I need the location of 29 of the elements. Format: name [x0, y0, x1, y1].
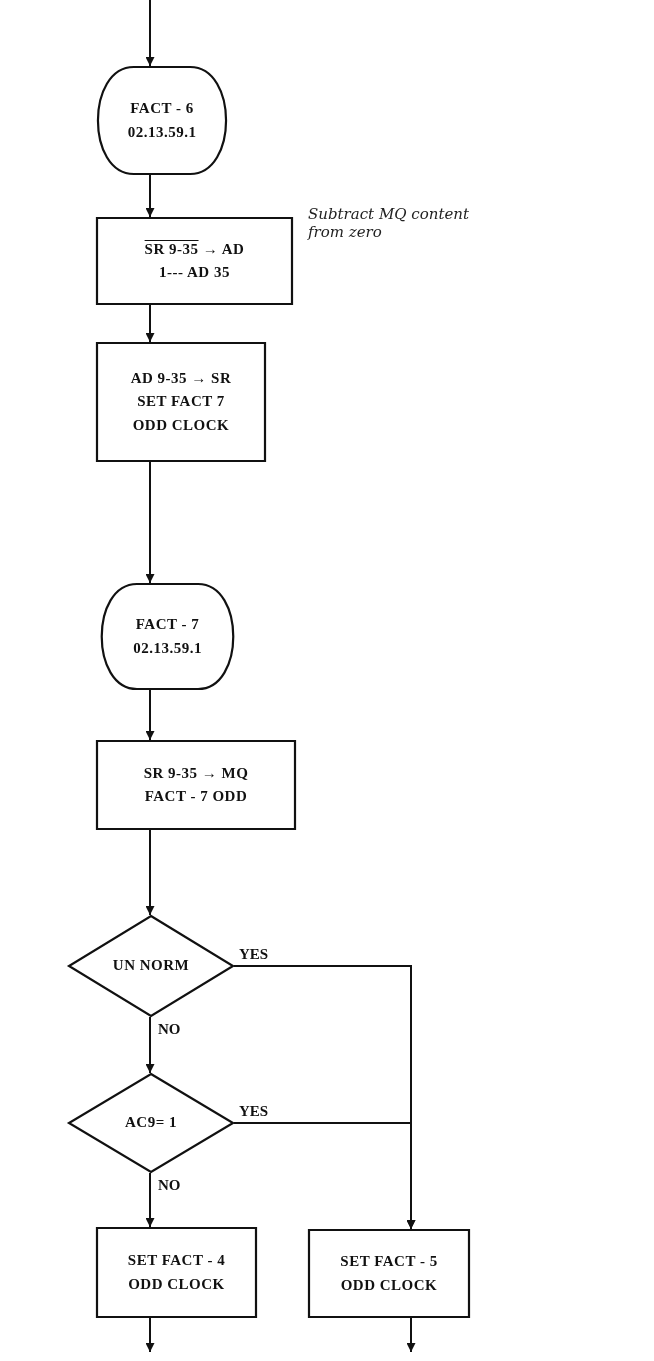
- node-text: 1--- AD 35: [159, 263, 230, 282]
- arrow: [145, 0, 155, 67]
- node-text: ODD CLOCK: [128, 1274, 225, 1294]
- arrow: [406, 1317, 416, 1353]
- node-text: FACT - 7 ODD: [144, 787, 248, 806]
- node-text: SET FACT - 4: [127, 1251, 226, 1271]
- node-text: UN NORM: [112, 956, 190, 976]
- arrow: [145, 689, 155, 741]
- node-text: SR 9-35 → AD: [144, 239, 245, 259]
- arrow: [145, 1317, 155, 1353]
- arrow: [145, 304, 155, 343]
- arrow: [145, 174, 155, 218]
- arrow: [145, 461, 155, 584]
- node-text: ODD CLOCK: [132, 415, 230, 435]
- node-text: AC9= 1: [125, 1113, 177, 1133]
- arrow: [145, 1172, 155, 1228]
- node-text: SET FACT 7: [137, 392, 225, 412]
- node-text: FACT - 7: [135, 615, 200, 635]
- node-text: AD 9-35 → SR: [130, 369, 232, 389]
- arrow: [233, 1122, 416, 1230]
- node-text: SR 9-35 → MQ: [143, 763, 249, 783]
- node-text: SET FACT - 5: [340, 1252, 438, 1272]
- node-text: ODD CLOCK: [340, 1275, 438, 1295]
- node-text: 02.13.59.1: [133, 638, 202, 658]
- node-text: 02.13.59.1: [127, 122, 197, 142]
- arrow: [145, 1016, 155, 1074]
- arrow: [145, 829, 155, 916]
- handwritten-note: Subtract MQ content from zero: [308, 205, 470, 241]
- node-text: FACT - 6: [130, 99, 194, 119]
